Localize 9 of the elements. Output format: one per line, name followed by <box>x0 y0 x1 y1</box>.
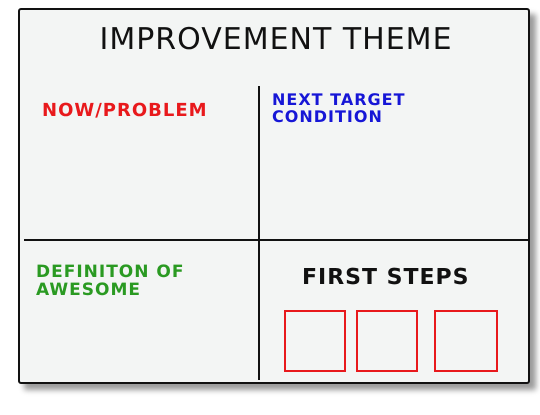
quadrant-heading: FIRST STEPS <box>302 266 471 290</box>
whiteboard <box>18 8 530 384</box>
quadrant-heading: DEFINITON OF AWESOME <box>36 264 186 300</box>
quadrant-heading: NEXT TARGET CONDITION <box>272 92 406 126</box>
empty-step-box <box>284 310 346 372</box>
title: IMPROVEMENT THEME <box>98 24 454 56</box>
empty-step-box <box>356 310 418 372</box>
quadrant-heading: NOW/PROBLEM <box>42 102 209 121</box>
empty-step-box <box>434 310 498 372</box>
